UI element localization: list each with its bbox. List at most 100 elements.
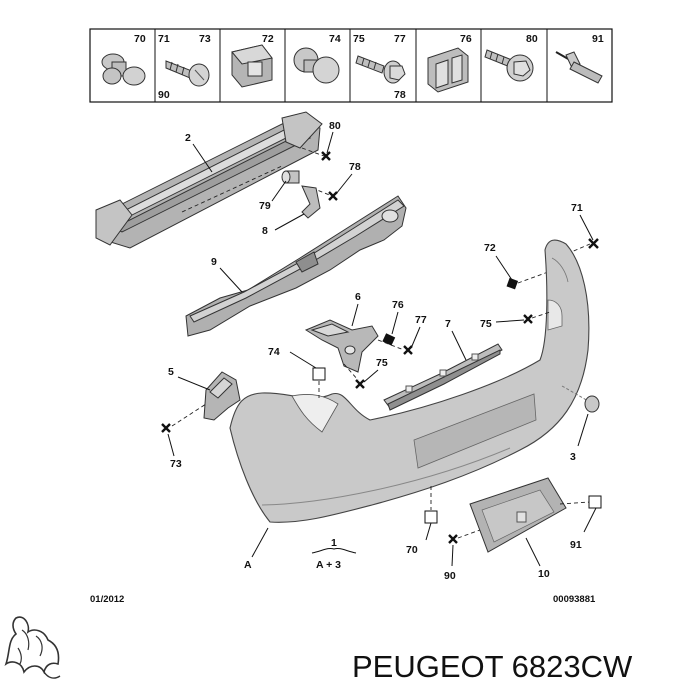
callout-78: 78 xyxy=(349,161,361,173)
callout-A: A xyxy=(244,559,252,571)
blind-rivet-icon xyxy=(555,51,603,84)
leader-80 xyxy=(326,131,334,154)
fastener-legend-table: 70 71 73 90 72 xyxy=(89,28,613,103)
leader-76 xyxy=(391,311,399,335)
legend-label-78: 78 xyxy=(394,89,406,101)
part-5-side-bracket xyxy=(203,371,241,421)
fixing-axis-72 xyxy=(517,271,549,284)
legend-cell-rivet-91: 91 xyxy=(555,33,604,84)
callout-76: 76 xyxy=(392,299,404,311)
leader-A xyxy=(251,527,269,558)
diagram-reference: 00093881 xyxy=(553,594,596,605)
rivet-91-marker xyxy=(588,495,602,509)
leader-75-right xyxy=(495,319,525,323)
assembly-brace xyxy=(311,548,357,554)
legend-cell-clip-70: 70 xyxy=(101,33,146,86)
legend-cell-screw-80: 80 xyxy=(484,33,538,82)
part-79-bush xyxy=(281,170,300,184)
screw-78-marker xyxy=(328,191,338,201)
callout-71: 71 xyxy=(571,202,583,214)
clip-76-marker xyxy=(382,333,396,346)
callout-79: 79 xyxy=(259,200,271,212)
leader-7 xyxy=(451,330,467,361)
nut-72-marker xyxy=(506,277,519,290)
fixing-axis-90 xyxy=(457,529,481,539)
callout-6: 6 xyxy=(355,291,361,303)
part-3-plug xyxy=(561,385,600,413)
legend-label-90: 90 xyxy=(158,89,170,101)
legend-label-72: 72 xyxy=(262,33,274,45)
fixing-axis-75-right xyxy=(531,311,551,319)
callout-10: 10 xyxy=(538,568,550,580)
callout-5: 5 xyxy=(168,366,174,378)
leader-77 xyxy=(411,326,421,347)
legend-label-71: 71 xyxy=(158,33,170,45)
callout-73: 73 xyxy=(170,458,182,470)
leader-3 xyxy=(577,413,589,447)
callout-3: 3 xyxy=(570,451,576,463)
legend-cell-rivet-74: 74 xyxy=(293,33,341,84)
screw-73-marker xyxy=(161,423,171,433)
callout-75-right: 75 xyxy=(480,318,492,330)
callout-2: 2 xyxy=(185,132,191,144)
legend-label-73: 73 xyxy=(199,33,211,45)
fixing-axis-80 xyxy=(301,147,325,157)
rivet-74-marker xyxy=(312,367,326,381)
leader-78 xyxy=(335,173,353,195)
screw-90-marker xyxy=(448,534,458,544)
leader-72 xyxy=(495,255,513,281)
leader-5 xyxy=(177,376,211,391)
part-A-bumper-cover xyxy=(229,239,590,523)
callout-80: 80 xyxy=(329,120,341,132)
legend-cell-screw-71-73-90: 71 73 90 xyxy=(158,33,211,101)
part-6-side-bracket xyxy=(304,319,379,373)
part-9-energy-absorber xyxy=(185,195,407,337)
callout-74: 74 xyxy=(268,346,280,358)
callout-77: 77 xyxy=(415,314,427,326)
fixing-axis-75-left xyxy=(343,363,359,381)
screw-80-marker xyxy=(321,151,331,161)
fixing-axis-91 xyxy=(559,501,591,505)
retaining-clip-icon xyxy=(427,47,469,93)
peugeot-lion-logo xyxy=(4,616,61,679)
clip-nut-icon xyxy=(231,44,273,88)
callout-91: 91 xyxy=(570,539,582,551)
legend-label-91: 91 xyxy=(592,33,604,45)
legend-cell-clip-76: 76 xyxy=(427,33,472,93)
leader-70 xyxy=(425,522,432,541)
clip-70-marker xyxy=(424,510,438,524)
leader-75-left xyxy=(363,369,379,383)
legend-label-75: 75 xyxy=(353,33,365,45)
screw-77-marker xyxy=(403,345,413,355)
fixing-axis-77 xyxy=(377,339,405,351)
callout-90: 90 xyxy=(444,570,456,582)
callout-8: 8 xyxy=(262,225,268,237)
callout-9: 9 xyxy=(211,256,217,268)
legend-label-70: 70 xyxy=(134,33,146,45)
diagram-date: 01/2012 xyxy=(90,594,124,605)
callout-7: 7 xyxy=(445,318,451,330)
brand-caption: PEUGEOT 6823CW xyxy=(352,649,633,684)
leader-71 xyxy=(579,214,594,241)
part-8-bracket xyxy=(301,185,321,219)
self-tapping-screw-icon xyxy=(165,60,210,87)
screw-71-marker xyxy=(588,238,599,249)
callout-1: 1 xyxy=(331,537,337,549)
flange-screw-icon xyxy=(355,55,406,84)
part-10-license-plate-holder xyxy=(469,477,567,553)
leader-74 xyxy=(289,351,317,369)
legend-cell-screw-75-77-78: 75 77 78 xyxy=(353,33,406,101)
push-clip-icon xyxy=(101,53,146,86)
screw-75-left-marker xyxy=(355,379,365,389)
legend-label-74: 74 xyxy=(329,33,341,45)
legend-label-80: 80 xyxy=(526,33,538,45)
leader-10 xyxy=(525,537,541,567)
legend-cell-nut-72: 72 xyxy=(231,33,274,88)
leader-8 xyxy=(274,213,305,231)
leader-9 xyxy=(219,267,243,293)
callout-A-plus-3: A + 3 xyxy=(316,559,341,571)
callout-72: 72 xyxy=(484,242,496,254)
screw-75-right-marker xyxy=(523,314,533,324)
leader-2 xyxy=(192,143,213,173)
